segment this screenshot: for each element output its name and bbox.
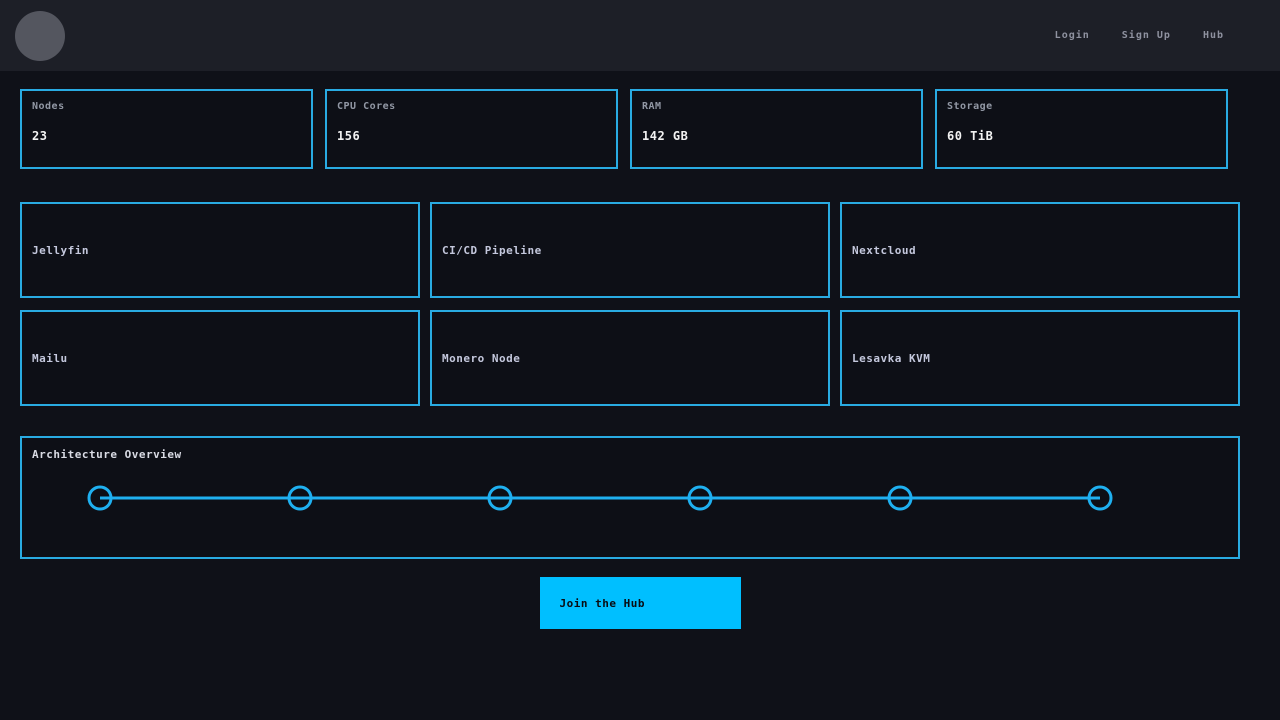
architecture-diagram [87, 485, 1113, 511]
nav-links: Login Sign Up Hub [1055, 30, 1224, 41]
nav-link-login[interactable]: Login [1054, 30, 1090, 41]
architecture-panel: Architecture Overview [20, 436, 1240, 559]
stat-card-cpu-cores: CPU Cores 156 [325, 89, 618, 169]
navbar: Login Sign Up Hub [0, 0, 1280, 71]
service-name: Jellyfin [32, 243, 89, 257]
services-grid: Jellyfin CI/CD Pipeline Nextcloud Mailu … [20, 202, 1240, 406]
stat-card-nodes: Nodes 23 [20, 89, 313, 169]
stat-label: Nodes [32, 101, 65, 112]
stat-label: CPU Cores [337, 101, 396, 112]
service-card-cicd-pipeline[interactable]: CI/CD Pipeline [430, 202, 830, 298]
stat-value: 156 [337, 129, 361, 143]
stat-value: 23 [32, 129, 48, 143]
service-name: Monero Node [442, 351, 521, 365]
service-name: Mailu [32, 351, 68, 365]
architecture-title: Architecture Overview [32, 448, 182, 461]
service-card-monero-node[interactable]: Monero Node [430, 310, 830, 406]
stat-card-ram: RAM 142 GB [630, 89, 923, 169]
nav-link-signup[interactable]: Sign Up [1121, 30, 1171, 41]
stat-label: Storage [947, 101, 993, 112]
stats-row: Nodes 23 CPU Cores 156 RAM 142 GB Storag… [20, 89, 1260, 169]
service-card-lesavka-kvm[interactable]: Lesavka KVM [840, 310, 1240, 406]
service-name: Nextcloud [852, 243, 917, 257]
service-card-nextcloud[interactable]: Nextcloud [840, 202, 1240, 298]
main-content: Nodes 23 CPU Cores 156 RAM 142 GB Storag… [0, 71, 1280, 629]
cta-wrap: Join the Hub [20, 577, 1260, 629]
avatar[interactable] [15, 10, 65, 61]
nav-link-hub[interactable]: Hub [1202, 30, 1224, 41]
service-name: Lesavka KVM [852, 351, 931, 365]
stat-value: 60 TiB [947, 129, 994, 143]
join-hub-button[interactable]: Join the Hub [539, 577, 741, 629]
stat-label: RAM [642, 101, 662, 112]
stat-card-storage: Storage 60 TiB [935, 89, 1228, 169]
stat-value: 142 GB [642, 129, 689, 143]
service-card-jellyfin[interactable]: Jellyfin [20, 202, 420, 298]
service-name: CI/CD Pipeline [442, 243, 542, 257]
service-card-mailu[interactable]: Mailu [20, 310, 420, 406]
